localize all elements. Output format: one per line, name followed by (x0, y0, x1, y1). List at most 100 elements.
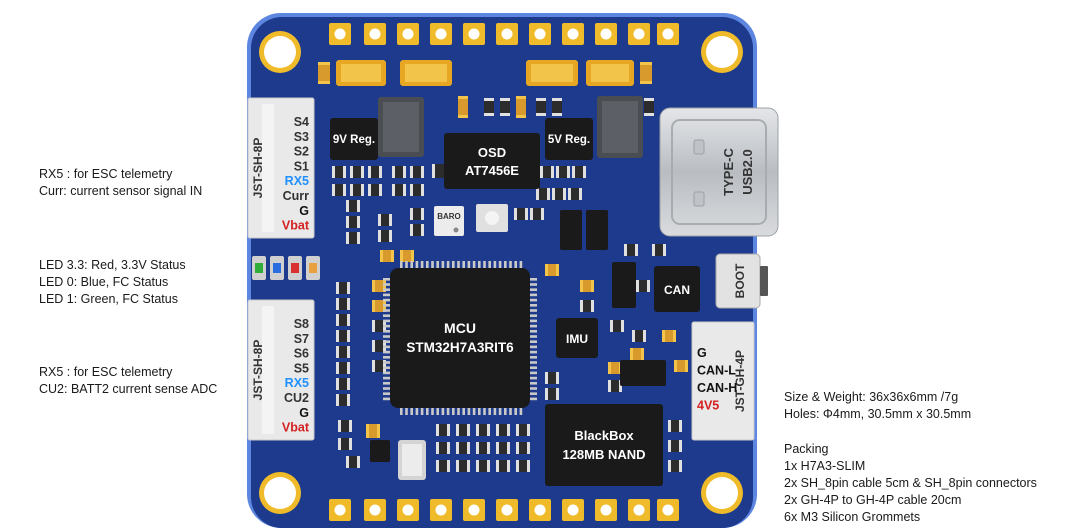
solder-pad (529, 499, 551, 521)
pin-label: S5 (294, 361, 309, 375)
packing-title: Packing (784, 442, 829, 456)
osd-chip-model: AT7456E (465, 163, 519, 178)
smd-components (318, 62, 688, 472)
solder-pad (562, 499, 584, 521)
pin-label: G (299, 406, 309, 420)
mounting-holes (259, 31, 743, 514)
note-line: RX5 : for ESC telemetry (39, 167, 173, 181)
regulator-5v: 5V Reg. (545, 118, 593, 160)
boot-label: BOOT (733, 263, 747, 298)
mcu-chip: MCU STM32H7A3RIT6 (383, 261, 537, 415)
mounting-hole (701, 31, 743, 73)
solder-pad (657, 23, 679, 45)
solder-pad (430, 499, 452, 521)
osd-label: OSD (478, 145, 506, 160)
pin-label: S7 (294, 332, 309, 346)
mcu-label: MCU (444, 320, 476, 336)
pin-label: S3 (294, 130, 309, 144)
pin-label: Curr (283, 189, 310, 203)
solder-pad (496, 23, 518, 45)
mounting-hole (259, 472, 301, 514)
pin-label: S4 (294, 115, 309, 129)
solder-pad (628, 23, 650, 45)
blackbox-label: BlackBox (574, 428, 634, 443)
can-chip: CAN (654, 266, 700, 312)
note-led-status: LED 3.3: Red, 3.3V Status LED 0: Blue, F… (39, 257, 186, 308)
packing-item: 6x M3 Silicon Grommets (784, 510, 921, 524)
note-holes: Holes: Φ4mm, 30.5mm x 30.5mm (784, 407, 972, 421)
usb-type-c-port[interactable]: TYPE-C USB2.0 (659, 107, 779, 237)
pin-label: RX5 (285, 376, 309, 390)
packing-item: 2x SH_8pin cable 5cm & SH_8pin connector… (784, 476, 1037, 490)
capacitors-top (336, 60, 634, 86)
imu-label: IMU (566, 332, 588, 346)
mcu-model: STM32H7A3RIT6 (406, 340, 514, 355)
solder-pad (397, 499, 419, 521)
note-esc-telemetry-1: RX5 : for ESC telemetry Curr: current se… (39, 166, 202, 200)
barometer: BARO (434, 204, 508, 236)
boot-button[interactable]: BOOT (715, 253, 768, 309)
pin-label: S6 (294, 347, 309, 361)
note-line: LED 0: Blue, FC Status (39, 275, 169, 289)
pin-label: S1 (294, 159, 309, 173)
solder-pad (562, 23, 584, 45)
note-esc-telemetry-2: RX5 : for ESC telemetry CU2: BATT2 curre… (39, 364, 217, 398)
connector-esc-bottom-label: JST-SH-8P (251, 340, 265, 401)
packing-item: 2x GH-4P to GH-4P cable 20cm (784, 493, 962, 507)
pin-label: CAN-H (697, 381, 737, 395)
solder-pad (595, 499, 617, 521)
solder-pad (364, 499, 386, 521)
pin-label: S2 (294, 145, 309, 159)
pin-label: S8 (294, 317, 309, 331)
solder-pad (529, 23, 551, 45)
solder-pad (496, 499, 518, 521)
packing-item: 1x H7A3-SLIM (784, 459, 866, 473)
solder-pad (628, 499, 650, 521)
regulator-9v-label: 9V Reg. (333, 134, 375, 146)
mcu-pins (383, 261, 537, 415)
blackbox-model: 128MB NAND (562, 447, 645, 462)
connector-can-label: JST-GH-4P (733, 350, 747, 412)
led-green (255, 263, 263, 273)
solder-pad (329, 499, 351, 521)
note-line: LED 1: Green, FC Status (39, 292, 178, 306)
note-line: CU2: BATT2 current sense ADC (39, 382, 218, 396)
note-line: Curr: current sensor signal IN (39, 184, 203, 198)
imu-chip: IMU (556, 318, 598, 358)
usb-version: USB2.0 (740, 149, 755, 195)
solder-pad (463, 499, 485, 521)
mosfets (560, 210, 666, 386)
can-label: CAN (664, 283, 690, 297)
note-line: LED 3.3: Red, 3.3V Status (39, 258, 186, 272)
pin-label: CU2 (284, 391, 309, 405)
mounting-hole (259, 31, 301, 73)
regulator-5v-label: 5V Reg. (548, 134, 590, 146)
solder-pad (430, 23, 452, 45)
inductor-5v (597, 96, 643, 158)
solder-pads-bottom (329, 499, 679, 521)
pin-label: G (697, 346, 707, 360)
baro-label: BARO (437, 212, 461, 221)
pin-label: 4V5 (697, 399, 719, 413)
note-packing: Packing 1x H7A3-SLIM 2x SH_8pin cable 5c… (784, 441, 1037, 526)
pin-label: Vbat (282, 421, 310, 435)
pin-label: Vbat (282, 219, 310, 233)
led-blue (273, 263, 281, 273)
solder-pad (329, 23, 351, 45)
status-leds (252, 256, 320, 280)
pin-label: G (299, 204, 309, 218)
connector-esc-top-label: JST-SH-8P (251, 138, 265, 199)
usb-label: TYPE-C (721, 148, 736, 196)
crystal (398, 440, 426, 480)
solder-pad (463, 23, 485, 45)
osd-chip: OSD AT7456E (444, 133, 540, 189)
note-size-weight: Size & Weight: 36x36x6mm /7g (784, 390, 959, 404)
solder-pads-top (329, 23, 679, 45)
note-specs: Size & Weight: 36x36x6mm /7g Holes: Φ4mm… (784, 389, 971, 423)
